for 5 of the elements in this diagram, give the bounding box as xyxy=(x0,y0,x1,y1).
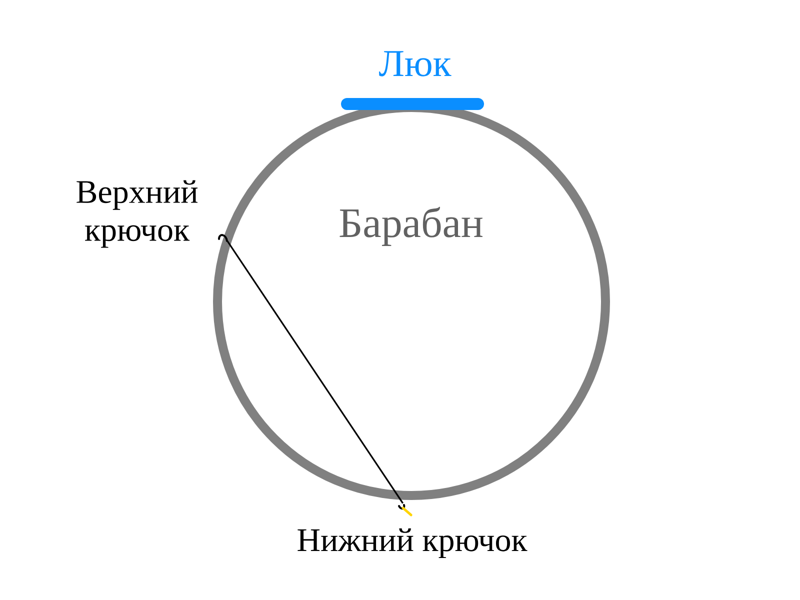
hook xyxy=(398,504,412,516)
hook-label: Верхний крючок xyxy=(76,180,198,248)
hook-label: Нижний крючок xyxy=(298,528,528,558)
hook xyxy=(218,234,228,242)
connector-line xyxy=(226,240,404,504)
